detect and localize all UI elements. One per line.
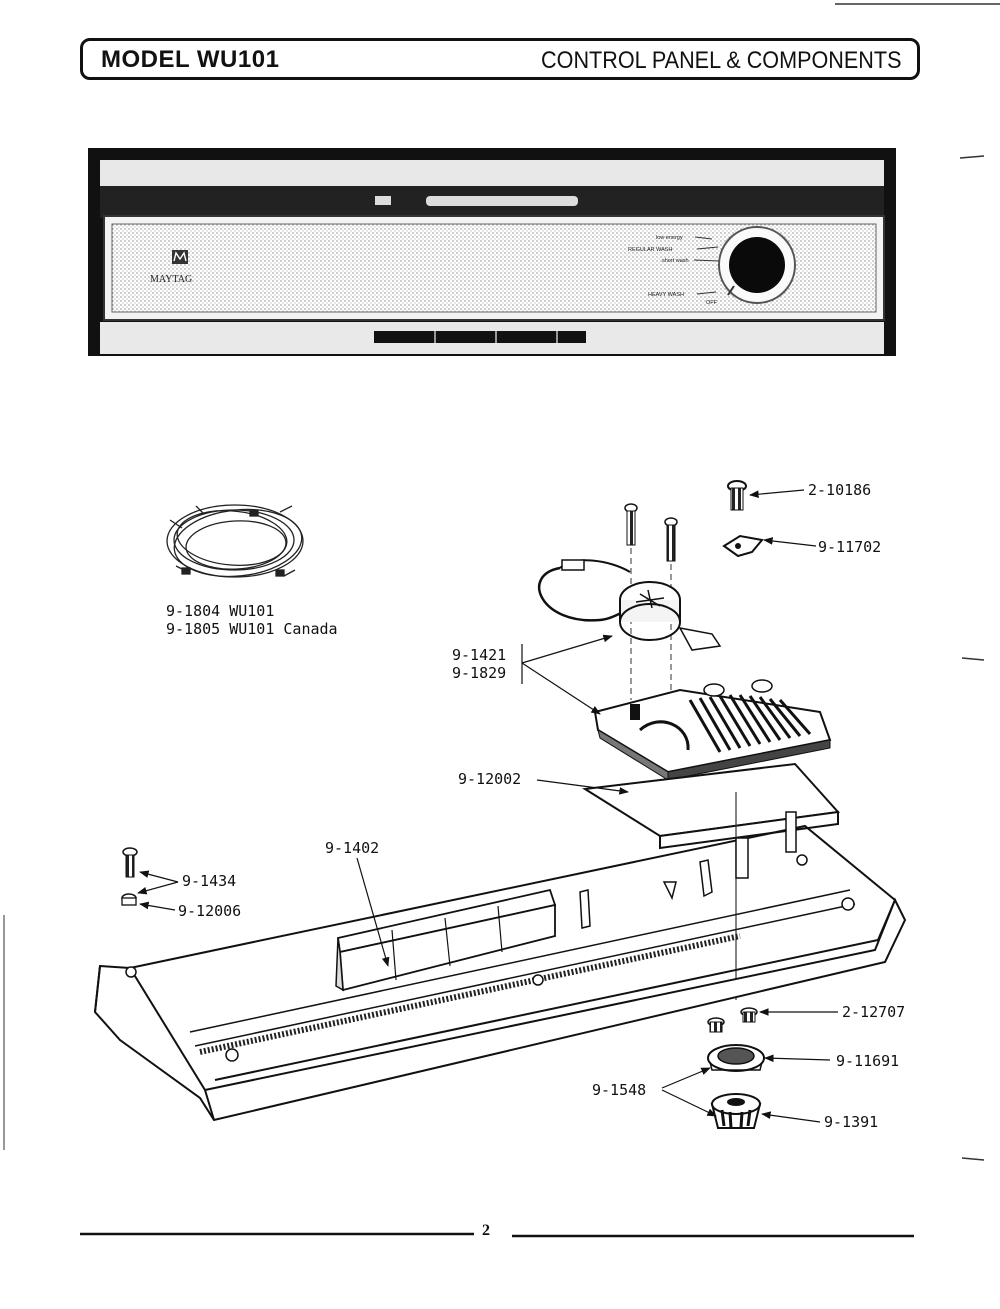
header-frame: MODEL WU101 CONTROL PANEL & COMPONENTS — [80, 38, 920, 80]
panel-brand-text: MAYTAG — [150, 274, 192, 285]
part-label-9-1434: 9-1434 — [182, 872, 237, 890]
wiring-label-us: 9-1804 WU101 — [166, 602, 275, 620]
part-label-9-11702: 9-11702 — [818, 538, 882, 556]
part-label-9-1421: 9-1421 — [452, 646, 507, 664]
part-label-9-1402: 9-1402 — [325, 839, 380, 857]
leader-lines — [137, 489, 838, 1123]
model-title: MODEL WU101 — [101, 46, 280, 73]
wiring-label-canada: 9-1805 WU101 Canada — [166, 620, 338, 638]
dial-label-regular: REGULAR WASH — [628, 247, 672, 253]
part-label-2-10186: 2-10186 — [808, 481, 872, 499]
screw-9-1434 — [122, 847, 138, 878]
dial-label-off: OFF — [706, 300, 718, 306]
dial-skirt-9-11691 — [707, 1044, 765, 1072]
washer-9-12006 — [121, 893, 137, 906]
section-title: CONTROL PANEL & COMPONENTS — [540, 47, 901, 74]
cycle-dial — [718, 226, 796, 304]
clip-9-11702 — [722, 534, 764, 558]
part-label-9-11691: 9-11691 — [836, 1052, 900, 1070]
control-panel-front-view — [88, 148, 896, 356]
part-label-9-1829: 9-1829 — [452, 664, 507, 682]
dial-label-short: short wash — [662, 258, 689, 264]
part-label-9-1548: 9-1548 — [592, 1081, 647, 1099]
page-number: 2 — [482, 1222, 490, 1239]
part-label-9-12002: 9-12002 — [458, 770, 522, 788]
part-label-9-12006: 9-12006 — [178, 902, 242, 920]
dial-label-heavy: HEAVY WASH — [648, 292, 684, 298]
maytag-logo — [172, 250, 188, 264]
knob-9-1391 — [710, 1093, 762, 1129]
part-label-2-12707: 2-12707 — [842, 1003, 906, 1021]
dial-label-low-energy: low energy — [656, 235, 683, 241]
margin-marks — [959, 155, 985, 1161]
part-label-9-1391: 9-1391 — [824, 1113, 879, 1131]
wiring-harness — [166, 504, 304, 578]
screws-2-12707 — [707, 1007, 758, 1033]
timer-assembly — [538, 503, 832, 792]
screw-2-10186 — [727, 480, 747, 511]
console-base-9-1402 — [93, 811, 907, 1122]
